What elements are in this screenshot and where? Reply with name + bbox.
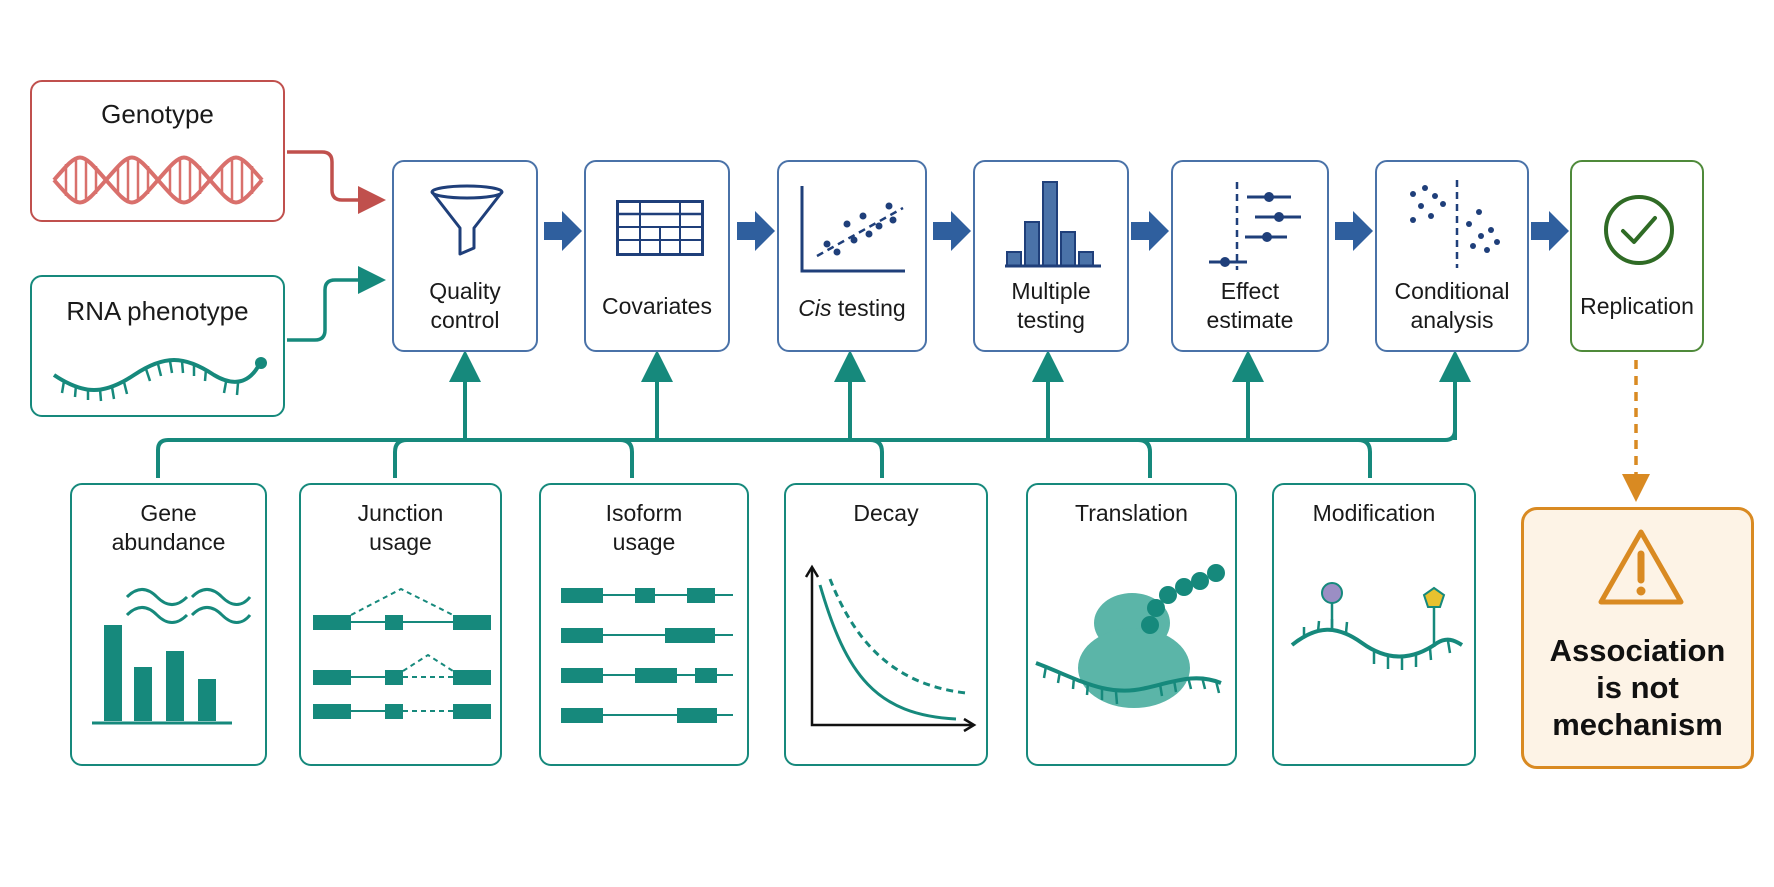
effect-estimate-step: Effect estimate xyxy=(1171,160,1329,352)
isoform-icon xyxy=(561,588,733,723)
cis-testing-label: Cis testing xyxy=(779,294,925,323)
table-icon xyxy=(616,200,704,256)
gene-abundance-label: Gene abundance xyxy=(111,500,226,555)
isoform-usage-label: Isoform usage xyxy=(605,500,683,555)
rna-strand-icon xyxy=(52,357,267,402)
rna-phenotype-label: RNA phenotype xyxy=(66,296,249,326)
modification-layer: Modification xyxy=(1272,483,1476,766)
quality-control-step: Quality control xyxy=(392,160,538,352)
gene-abundance-layer: Gene abundance xyxy=(70,483,267,766)
translation-label: Translation xyxy=(1075,500,1188,526)
layer-bus xyxy=(156,380,1457,478)
split-scatter-icon xyxy=(1410,180,1500,268)
checkmark-icon xyxy=(1604,195,1674,265)
caveat-text: Association is not mechanism xyxy=(1549,633,1726,742)
funnel-icon xyxy=(430,184,504,256)
cis-testing-step: Cis testing xyxy=(777,160,927,352)
conditional-analysis-label: Conditional analysis xyxy=(1394,278,1510,333)
replication-step: Replication xyxy=(1570,160,1704,352)
decay-layer: Decay xyxy=(784,483,988,766)
forest-plot-icon xyxy=(1209,182,1301,270)
multiple-testing-label: Multiple testing xyxy=(1011,278,1091,333)
cis-testing-label-rest: testing xyxy=(831,295,906,321)
histogram-icon xyxy=(1005,181,1101,268)
cis-testing-label-italic: Cis xyxy=(798,295,832,321)
conditional-analysis-step: Conditional analysis xyxy=(1375,160,1529,352)
bar-chart-icon xyxy=(92,588,252,725)
isoform-usage-layer: Isoform usage xyxy=(539,483,749,766)
genotype-connector xyxy=(287,150,386,214)
decay-label: Decay xyxy=(853,500,919,526)
junction-usage-layer: Junction usage xyxy=(299,483,502,766)
quality-control-label: Quality control xyxy=(429,278,501,333)
ribosome-icon xyxy=(1035,564,1225,708)
genotype-input-box: Genotype xyxy=(30,80,285,222)
genotype-label: Genotype xyxy=(101,99,214,129)
covariates-step: Covariates xyxy=(584,160,730,352)
warning-icon xyxy=(1598,529,1684,605)
replication-label: Replication xyxy=(1580,293,1694,319)
dna-helix-icon xyxy=(52,155,264,205)
splice-junction-icon xyxy=(313,587,491,719)
translation-layer: Translation xyxy=(1026,483,1237,766)
rna-phenotype-input-box: RNA phenotype xyxy=(30,275,285,417)
scatter-plot-icon xyxy=(800,186,905,273)
pipeline-arrows xyxy=(544,211,1569,251)
covariates-label: Covariates xyxy=(602,293,712,319)
caveat-box: Association is not mechanism xyxy=(1521,507,1754,769)
effect-estimate-label: Effect estimate xyxy=(1206,278,1294,333)
junction-usage-label: Junction usage xyxy=(357,500,444,555)
modification-label: Modification xyxy=(1312,500,1436,526)
rna-connector xyxy=(287,266,386,342)
multiple-testing-step: Multiple testing xyxy=(973,160,1129,352)
rna-modification-icon xyxy=(1290,582,1464,670)
decay-curve-icon xyxy=(804,564,977,733)
